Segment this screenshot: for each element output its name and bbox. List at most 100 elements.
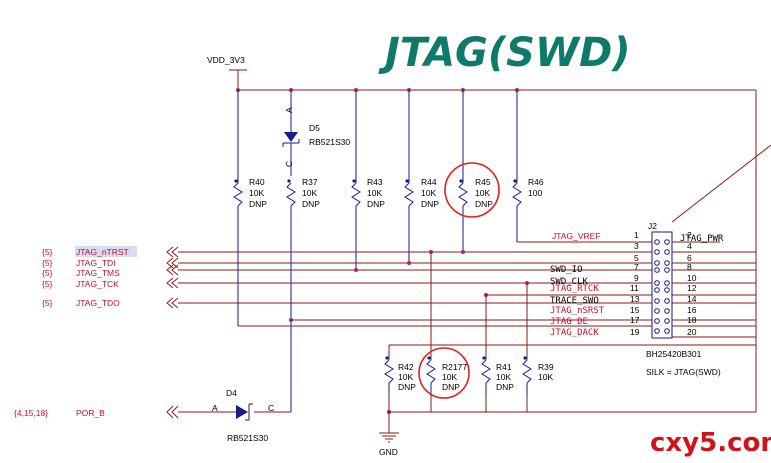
j2-part: BH25420B301 bbox=[646, 349, 702, 359]
svg-text:15: 15 bbox=[630, 305, 640, 315]
svg-text:10K: 10K bbox=[421, 188, 436, 198]
resistor-r45: R45 10K DNP bbox=[444, 90, 500, 252]
net-jtag-vref: JTAG_VREF bbox=[552, 231, 601, 241]
svg-text:{5}: {5} bbox=[42, 298, 53, 308]
svg-text:11: 11 bbox=[630, 283, 639, 293]
net-jtag-de: JTAG_DE bbox=[550, 317, 588, 327]
j2-pin-circles bbox=[654, 239, 670, 334]
resistor-r42: R42 10K DNP bbox=[384, 356, 416, 396]
resistor-r2177: R2177 10K DNP bbox=[418, 347, 470, 399]
svg-text:R40: R40 bbox=[249, 177, 265, 187]
svg-text:13: 13 bbox=[630, 294, 640, 304]
port-labels: {5} JTAG_nTRST {5} JTAG_TDI {5} JTAG_TMS… bbox=[14, 246, 137, 418]
r45-highlight-circle bbox=[444, 162, 500, 218]
svg-text:100: 100 bbox=[528, 188, 542, 198]
port-jtag-tck: JTAG_TCK bbox=[76, 279, 119, 289]
d5-ref: D5 bbox=[309, 123, 320, 133]
svg-text:R39: R39 bbox=[538, 362, 554, 372]
net-jtag-nsrst: JTAG_nSRST bbox=[550, 306, 605, 316]
svg-text:DNP: DNP bbox=[302, 199, 320, 209]
svg-text:7: 7 bbox=[634, 262, 639, 272]
net-jtag-rtck: JTAG_RTCK bbox=[550, 284, 599, 294]
svg-text:6: 6 bbox=[687, 253, 692, 263]
svg-text:DNP: DNP bbox=[249, 199, 267, 209]
r2177-highlight-circle bbox=[418, 347, 470, 399]
svg-text:10K: 10K bbox=[398, 372, 413, 382]
resistor-r37: R37 10K DNP bbox=[286, 177, 320, 412]
port-jtag-tdo: JTAG_TDO bbox=[76, 298, 120, 308]
svg-text:DNP: DNP bbox=[496, 382, 514, 392]
svg-text:10: 10 bbox=[687, 273, 697, 283]
resistor-r43: R43 10K DNP bbox=[351, 90, 385, 270]
j2-pwr-label: JTAG_PWR bbox=[680, 234, 724, 244]
svg-text:DNP: DNP bbox=[442, 382, 460, 392]
gnd-label: GND bbox=[379, 447, 398, 457]
d5-cathode-pin: C bbox=[284, 161, 294, 167]
svg-text:R45: R45 bbox=[475, 177, 491, 187]
svg-text:DNP: DNP bbox=[475, 199, 493, 209]
svg-text:19: 19 bbox=[630, 327, 640, 337]
svg-text:{5}: {5} bbox=[42, 268, 53, 278]
svg-text:DNP: DNP bbox=[398, 382, 416, 392]
svg-text:2: 2 bbox=[687, 230, 692, 240]
watermark: cxy5.com bbox=[650, 428, 771, 458]
svg-text:10K: 10K bbox=[496, 372, 511, 382]
d4-anode-pin: A bbox=[212, 403, 218, 413]
svg-text:R2177: R2177 bbox=[442, 362, 467, 372]
svg-text:9: 9 bbox=[634, 273, 639, 283]
svg-text:12: 12 bbox=[687, 283, 697, 293]
port-por-b: POR_B bbox=[76, 408, 105, 418]
svg-text:R42: R42 bbox=[398, 362, 414, 372]
diode-d4: A C D4 RB521S30 bbox=[212, 388, 274, 443]
resistor-r44: R44 10K DNP bbox=[404, 90, 439, 263]
svg-text:R37: R37 bbox=[302, 177, 318, 187]
d5-part: RB521S30 bbox=[309, 137, 350, 147]
net-swd-clk: SWD_CLK bbox=[550, 277, 589, 287]
d4-part: RB521S30 bbox=[227, 433, 268, 443]
svg-text:10K: 10K bbox=[538, 372, 553, 382]
svg-text:DNP: DNP bbox=[421, 199, 439, 209]
svg-text:R44: R44 bbox=[421, 177, 437, 187]
svg-text:10K: 10K bbox=[302, 188, 317, 198]
net-trace-swo: TRACE_SWO bbox=[550, 296, 599, 306]
svg-text:3: 3 bbox=[634, 241, 639, 251]
port-jtag-tdi: JTAG_TDI bbox=[76, 258, 116, 268]
j2-silk: SILK = JTAG(SWD) bbox=[646, 367, 721, 377]
svg-text:10K: 10K bbox=[475, 188, 490, 198]
svg-text:1: 1 bbox=[634, 230, 639, 240]
svg-text:R46: R46 bbox=[528, 177, 544, 187]
svg-text:R41: R41 bbox=[496, 362, 512, 372]
net-jtag-dack: JTAG_DACK bbox=[550, 328, 599, 338]
j2-net-labels: JTAG_VREF SWD_IO SWD_CLK JTAG_RTCK TRACE… bbox=[550, 231, 605, 338]
resistor-r39: R39 10K bbox=[522, 356, 554, 396]
schematic-title: JTAG(SWD) bbox=[378, 30, 631, 76]
svg-text:{5}: {5} bbox=[42, 258, 53, 268]
svg-text:{5}: {5} bbox=[42, 279, 53, 289]
vdd-rail: VDD_3V3 bbox=[207, 55, 757, 412]
svg-text:5: 5 bbox=[634, 253, 639, 263]
port-jtag-tms: JTAG_TMS bbox=[76, 268, 120, 278]
d4-cathode-pin: C bbox=[268, 403, 274, 413]
svg-text:8: 8 bbox=[687, 262, 692, 272]
d5-anode-pin: A bbox=[284, 107, 294, 113]
svg-text:R43: R43 bbox=[367, 177, 383, 187]
resistor-r41: R41 10K DNP bbox=[481, 356, 514, 396]
svg-text:17: 17 bbox=[630, 315, 640, 325]
svg-text:10K: 10K bbox=[367, 188, 382, 198]
svg-text:18: 18 bbox=[687, 315, 697, 325]
svg-text:16: 16 bbox=[687, 305, 697, 315]
d4-ref: D4 bbox=[226, 388, 237, 398]
svg-text:20: 20 bbox=[687, 327, 697, 337]
lower-wiring bbox=[238, 144, 771, 433]
resistor-r46: R46 100 bbox=[512, 90, 652, 243]
svg-text:DNP: DNP bbox=[367, 199, 385, 209]
svg-text:10K: 10K bbox=[249, 188, 264, 198]
gnd-symbol: GND bbox=[379, 432, 399, 457]
resistor-r40: R40 10K DNP bbox=[233, 90, 267, 326]
j2-right-pin-numbers: 2 4 6 8 10 12 14 16 18 20 bbox=[687, 230, 697, 337]
svg-text:{4,15,18}: {4,15,18} bbox=[14, 408, 48, 418]
svg-text:14: 14 bbox=[687, 294, 697, 304]
port-jtag-ntrst: JTAG_nTRST bbox=[76, 247, 129, 257]
diode-d5: A C D5 RB521S30 bbox=[282, 90, 350, 176]
